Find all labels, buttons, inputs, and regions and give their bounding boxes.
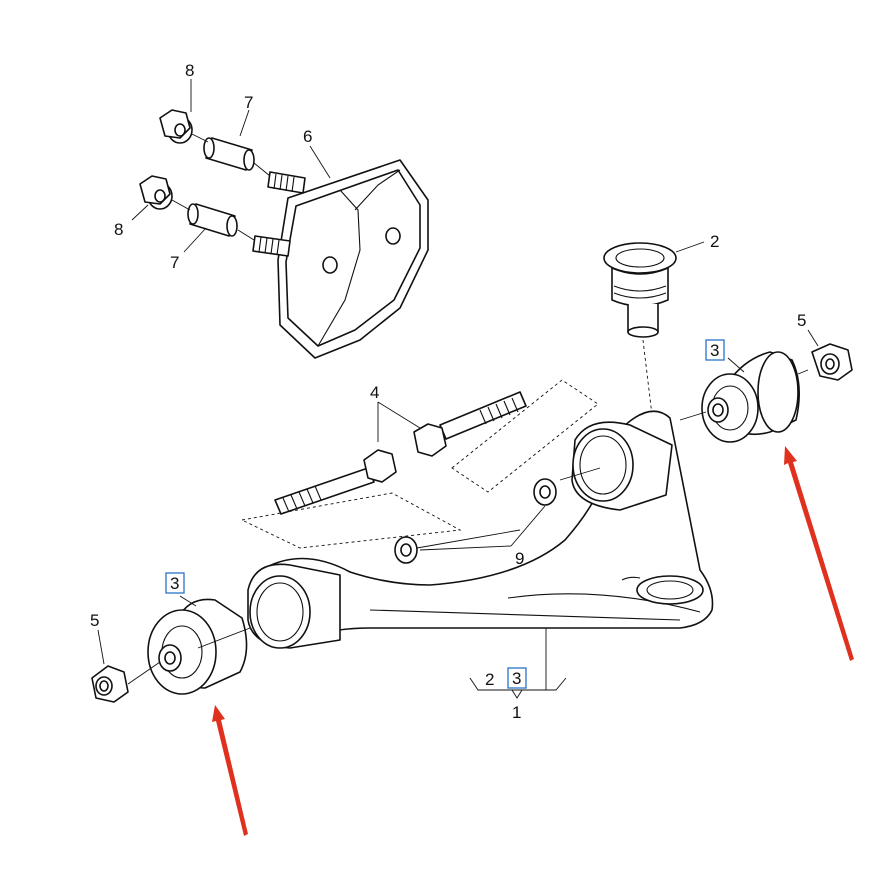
- spacer-sleeve-upper: [203, 137, 255, 171]
- callout-6: 6: [303, 127, 312, 146]
- callout-8-lower: 8: [114, 220, 123, 239]
- callout-3-group-box: [507, 667, 527, 689]
- callout-9: 9: [515, 549, 524, 568]
- bolt-lower: [274, 449, 397, 515]
- callout-7-lower: 7: [170, 253, 179, 272]
- callout-5-left: 5: [90, 611, 99, 630]
- ball-joint: [603, 242, 677, 338]
- bracket-stud-lower: [252, 235, 291, 257]
- callout-5-right: 5: [797, 311, 806, 330]
- red-arrow-right: [784, 446, 854, 661]
- bushing-left: [147, 598, 248, 695]
- washer-lower: [394, 536, 418, 564]
- callout-1-group: 1: [512, 703, 521, 722]
- nut-right: [811, 343, 853, 381]
- callout-2-balljoint: 2: [710, 232, 719, 251]
- mounting-bracket: [277, 159, 429, 359]
- callout-3-left-box: [165, 572, 185, 594]
- callout-3-group: 3: [512, 669, 521, 688]
- bracket-stud-upper: [267, 171, 306, 194]
- washer-upper: [533, 478, 557, 506]
- bolt-upper: [413, 391, 527, 457]
- flange-nut-lower: [139, 175, 173, 210]
- callout-4: 4: [370, 383, 379, 402]
- callout-7-upper: 7: [244, 93, 253, 112]
- nut-left: [91, 665, 129, 703]
- spacer-sleeve-lower: [187, 203, 238, 237]
- callout-3-right-box: [705, 339, 725, 361]
- red-arrow-left: [212, 705, 248, 836]
- lower-control-arm: [247, 410, 714, 649]
- callout-8-upper: 8: [185, 61, 194, 80]
- callout-3-left: 3: [170, 574, 179, 593]
- callout-3-right: 3: [710, 341, 719, 360]
- flange-nut-upper: [159, 109, 193, 144]
- callout-2-group: 2: [485, 670, 494, 689]
- bushing-right: [701, 351, 800, 443]
